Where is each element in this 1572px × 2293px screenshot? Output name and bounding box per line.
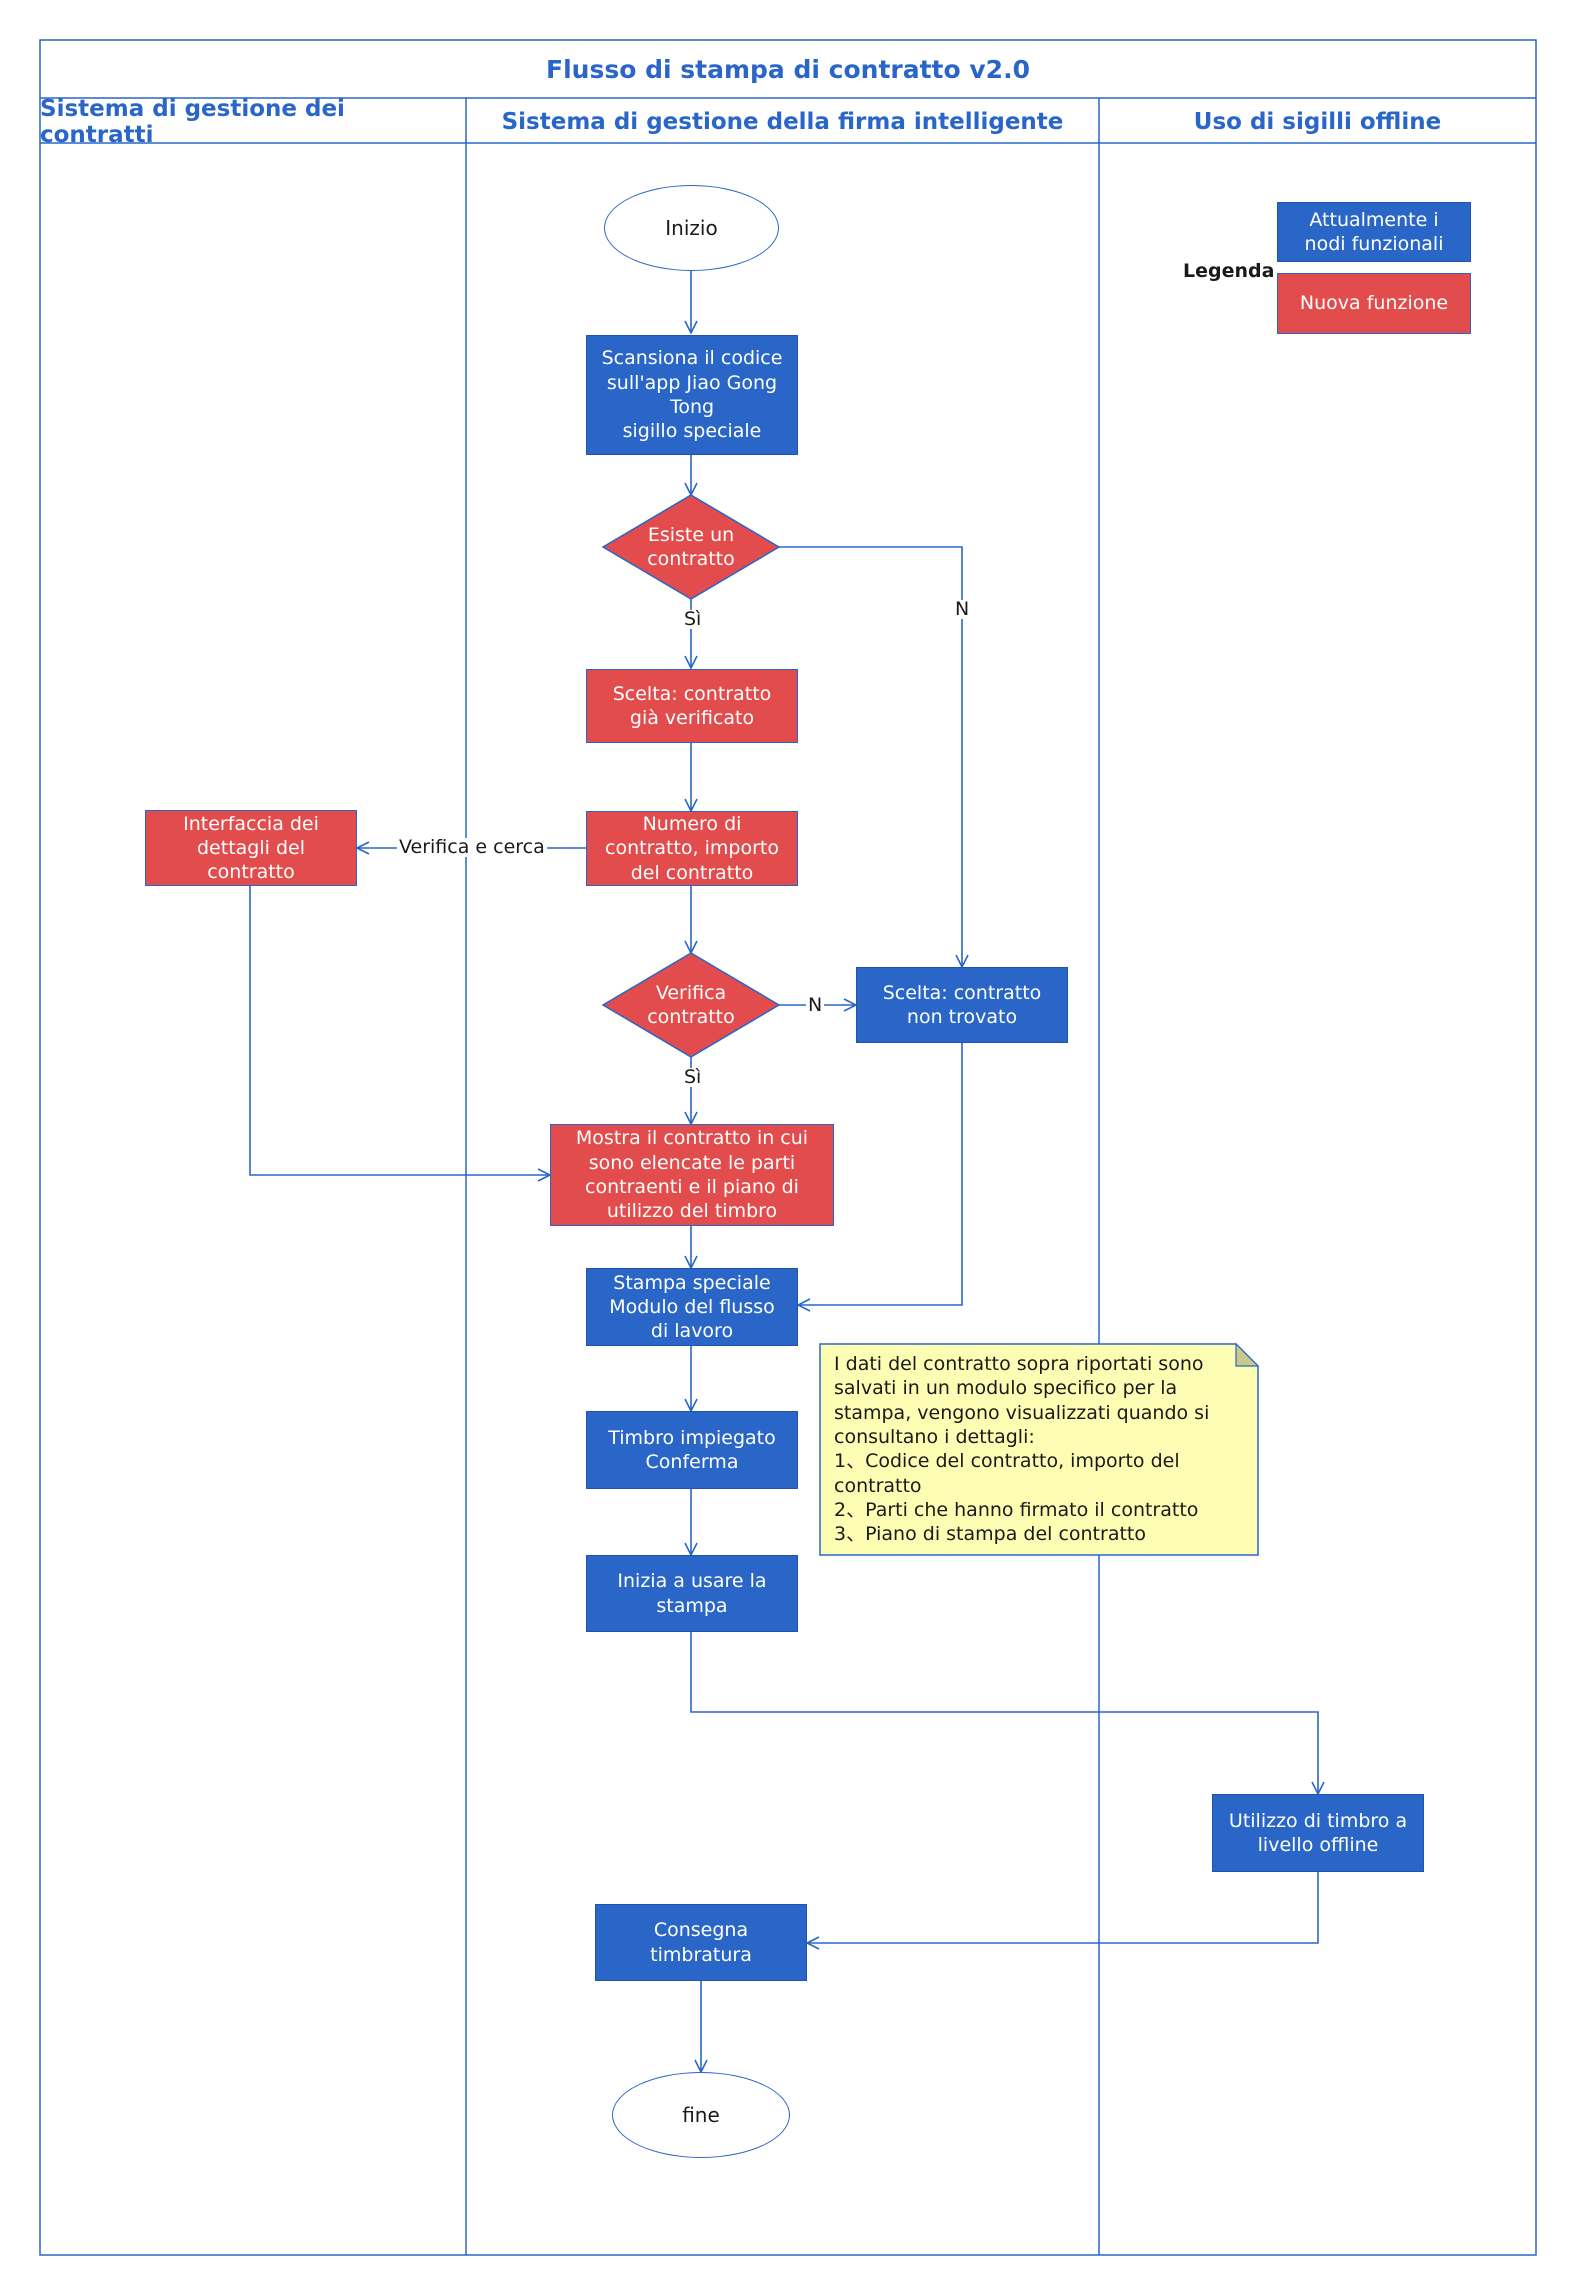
edge-exists-no	[779, 546, 962, 967]
lane-header-smart-signature: Sistema di gestione della firma intellig…	[501, 108, 1064, 135]
legend-new-swatch: Nuova funzione	[1277, 273, 1471, 334]
workflow-module-node[interactable]: Stampa speciale Modulo del flusso di lav…	[586, 1268, 798, 1346]
lane-header-offline-seals: Uso di sigilli offline	[1193, 108, 1442, 135]
legend-existing-swatch: Attualmente i nodi funzionali	[1277, 202, 1471, 262]
edge-label-exists-yes: Sì	[682, 608, 704, 630]
diagram-title: Flusso di stampa di contratto v2.0	[546, 54, 1030, 84]
confirm-stamp-node[interactable]: Timbro impiegato Conferma	[586, 1411, 798, 1489]
edge-label-verify-search: Verifica e cerca	[397, 836, 547, 858]
edge-details-show	[249, 886, 550, 1175]
offline-stamp-node[interactable]: Utilizzo di timbro a livello offline	[1212, 1794, 1424, 1872]
connectors	[249, 271, 1319, 2072]
edge-label-verify-yes: Sì	[682, 1066, 704, 1088]
scan-qr-node[interactable]: Scansiona il codice sull'app Jiao Gong T…	[586, 335, 798, 455]
edge-label-verify-no: N	[806, 994, 825, 1016]
contract-number-node[interactable]: Numero di contratto, importo del contrat…	[586, 811, 798, 886]
legend-label: Legenda	[1183, 260, 1275, 282]
not-found-node[interactable]: Scelta: contratto non trovato	[856, 967, 1068, 1043]
verify-decision-label: Verifica contratto	[647, 981, 735, 1028]
show-contract-node[interactable]: Mostra il contratto in cui sono elencate…	[550, 1124, 834, 1226]
exists-decision-label: Esiste un contratto	[647, 523, 735, 570]
edge-label-exists-no: N	[953, 598, 972, 620]
end-node[interactable]: fine	[612, 2072, 790, 2158]
edge-offline-deliver	[807, 1872, 1319, 1943]
begin-use-node[interactable]: Inizia a usare la stampa	[586, 1555, 798, 1632]
edge-notfound-module	[798, 1043, 963, 1305]
note-fold	[1235, 1342, 1260, 1367]
note-shape	[819, 1343, 1259, 1556]
deliver-stamp-node[interactable]: Consegna timbratura	[595, 1904, 807, 1981]
lane-header-contract-management: Sistema di gestione dei contratti	[40, 95, 345, 148]
start-node[interactable]: Inizio	[604, 185, 779, 271]
edge-begin-offline	[690, 1632, 1318, 1794]
choice-verified-node[interactable]: Scelta: contratto già verificato	[586, 669, 798, 743]
swimlane-frame	[39, 39, 1537, 2256]
note-text: I dati del contratto sopra riportati son…	[834, 1353, 1210, 1546]
contract-details-node[interactable]: Interfaccia dei dettagli del contratto	[145, 810, 357, 886]
